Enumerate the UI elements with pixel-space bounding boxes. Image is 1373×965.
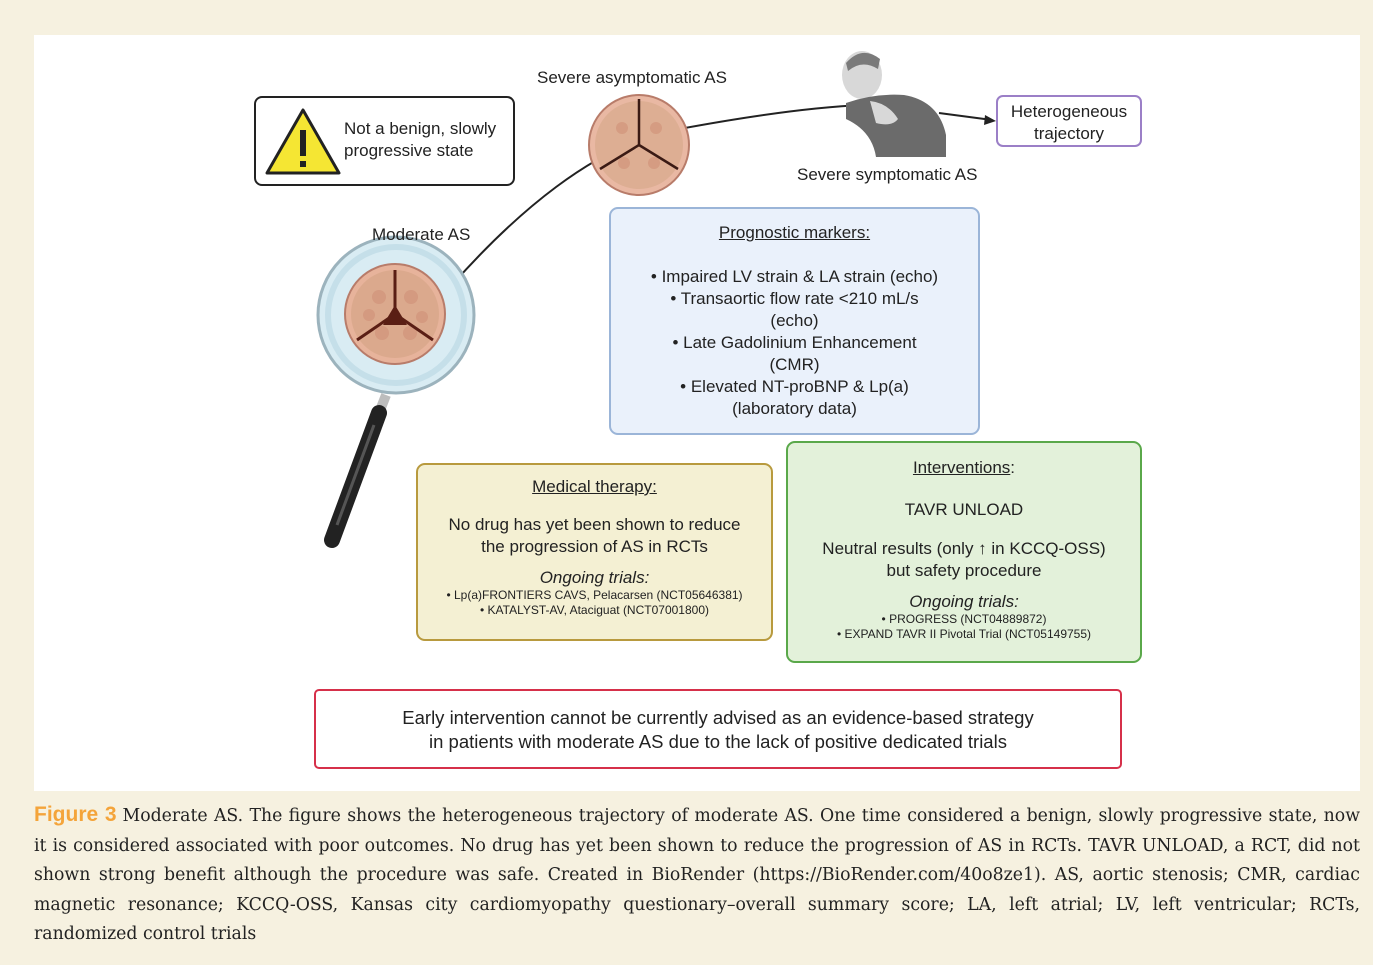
- interventions-trials-title: Ongoing trials:: [909, 592, 1019, 611]
- outcome-text: Heterogeneous trajectory: [1010, 102, 1128, 143]
- prognostic-box: Prognostic markers: • Impaired LV strain…: [609, 207, 980, 435]
- severe-asymptomatic-label: Severe asymptomatic AS: [537, 68, 727, 87]
- prognostic-item: (echo): [770, 311, 819, 330]
- severe-valve-icon: [588, 94, 690, 196]
- warning-box: Not a benign, slowly progressive state: [254, 96, 515, 186]
- figure-panel: Not a benign, slowly progressive state S…: [34, 35, 1360, 791]
- prognostic-item: • Late Gadolinium Enhancement: [672, 333, 917, 352]
- medical-trials-title: Ongoing trials:: [539, 568, 650, 587]
- prognostic-item: • Transaortic flow rate <210 mL/s: [670, 289, 919, 308]
- prognostic-item: • Elevated NT-proBNP & Lp(a): [680, 377, 909, 396]
- prognostic-item: • Impaired LV strain & LA strain (echo): [650, 267, 939, 286]
- medical-body: the progression of AS in RCTs: [481, 537, 708, 556]
- medical-title: Medical therapy:: [532, 477, 657, 496]
- medical-trial-item: • Lp(a)FRONTIERS CAVS, Pelacarsen (NCT05…: [446, 588, 743, 602]
- caption-label: Figure 3: [34, 803, 117, 826]
- medical-body: No drug has yet been shown to reduce: [448, 515, 741, 534]
- interventions-colon: :: [1010, 458, 1016, 477]
- outcome-box: Heterogeneous trajectory: [996, 95, 1142, 147]
- caption-text: Moderate AS. The figure shows the hetero…: [34, 806, 1361, 944]
- trajectory-arrow: [938, 112, 993, 121]
- arrowhead-icon: [984, 115, 996, 125]
- interventions-body: but safety procedure: [886, 561, 1042, 580]
- interventions-trial-item: • PROGRESS (NCT04889872): [881, 612, 1047, 626]
- interventions-title: Interventions: [912, 458, 1011, 477]
- severe-symptomatic-label: Severe symptomatic AS: [797, 165, 978, 184]
- medical-trial-item: • KATALYST-AV, Ataciguat (NCT07001800): [480, 603, 709, 617]
- conclusion-box: Early intervention cannot be currently a…: [314, 689, 1122, 769]
- prognostic-item: (CMR): [769, 355, 820, 374]
- conclusion-line: Early intervention cannot be currently a…: [402, 707, 1034, 728]
- interventions-body: Neutral results (only ↑ in KCCQ-OSS): [822, 539, 1106, 558]
- moderate-label: Moderate AS: [372, 225, 471, 244]
- warning-icon: [265, 108, 341, 175]
- prognostic-item: (laboratory data): [732, 399, 857, 418]
- symptomatic-patient-icon: [842, 51, 946, 157]
- interventions-heading: Interventions:: [788, 457, 1140, 479]
- interventions-box: Interventions: TAVR UNLOAD Neutral resul…: [786, 441, 1142, 663]
- conclusion-line: in patients with moderate AS due to the …: [429, 731, 1007, 752]
- medical-therapy-box: Medical therapy: No drug has yet been sh…: [416, 463, 773, 641]
- interventions-trial: TAVR UNLOAD: [904, 500, 1024, 519]
- warning-text: Not a benign, slowly progressive state: [344, 119, 497, 160]
- interventions-trial-item: • EXPAND TAVR II Pivotal Trial (NCT05149…: [836, 627, 1092, 641]
- trajectory-artwork: [265, 51, 996, 548]
- moderate-valve-icon: [344, 263, 446, 365]
- prognostic-title: Prognostic markers:: [718, 223, 871, 242]
